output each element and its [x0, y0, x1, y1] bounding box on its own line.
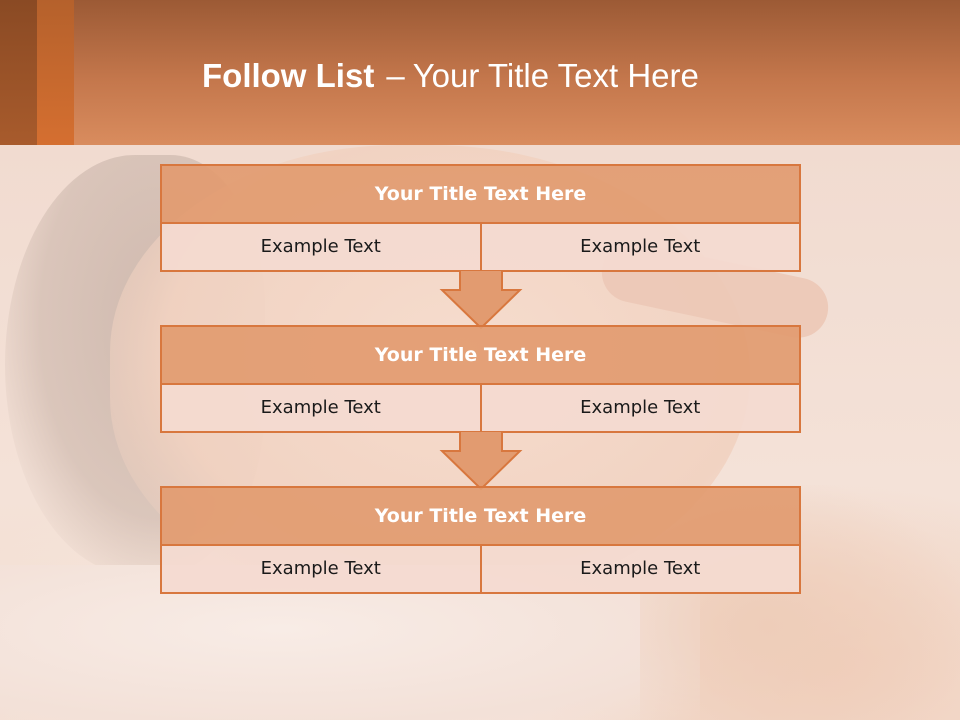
step-1-left-text[interactable]: Example Text [162, 224, 480, 270]
arrow-down-icon [439, 431, 523, 491]
step-row-2: Example Text Example Text [162, 385, 799, 431]
slide-title-bold: Follow List [202, 57, 375, 94]
slide-title[interactable]: Follow List–Your Title Text Here [202, 54, 699, 98]
arrow-down-icon [439, 270, 523, 330]
slide-title-rest: Your Title Text Here [412, 57, 699, 94]
header-stripe-dark [0, 0, 37, 145]
step-block-1[interactable]: Your Title Text Here Example Text Exampl… [160, 164, 801, 272]
step-block-2[interactable]: Your Title Text Here Example Text Exampl… [160, 325, 801, 433]
step-row-3: Example Text Example Text [162, 546, 799, 592]
header-stripe-bright [37, 0, 74, 145]
step-title-3[interactable]: Your Title Text Here [162, 488, 799, 546]
step-title-1[interactable]: Your Title Text Here [162, 166, 799, 224]
step-3-left-text[interactable]: Example Text [162, 546, 480, 592]
slide-title-separator: – [386, 57, 405, 94]
step-block-3[interactable]: Your Title Text Here Example Text Exampl… [160, 486, 801, 594]
step-2-right-text[interactable]: Example Text [479, 385, 799, 431]
step-2-left-text[interactable]: Example Text [162, 385, 480, 431]
step-title-2[interactable]: Your Title Text Here [162, 327, 799, 385]
header-band: Follow List–Your Title Text Here [0, 0, 960, 145]
step-3-right-text[interactable]: Example Text [479, 546, 799, 592]
step-1-right-text[interactable]: Example Text [479, 224, 799, 270]
step-row-1: Example Text Example Text [162, 224, 799, 270]
